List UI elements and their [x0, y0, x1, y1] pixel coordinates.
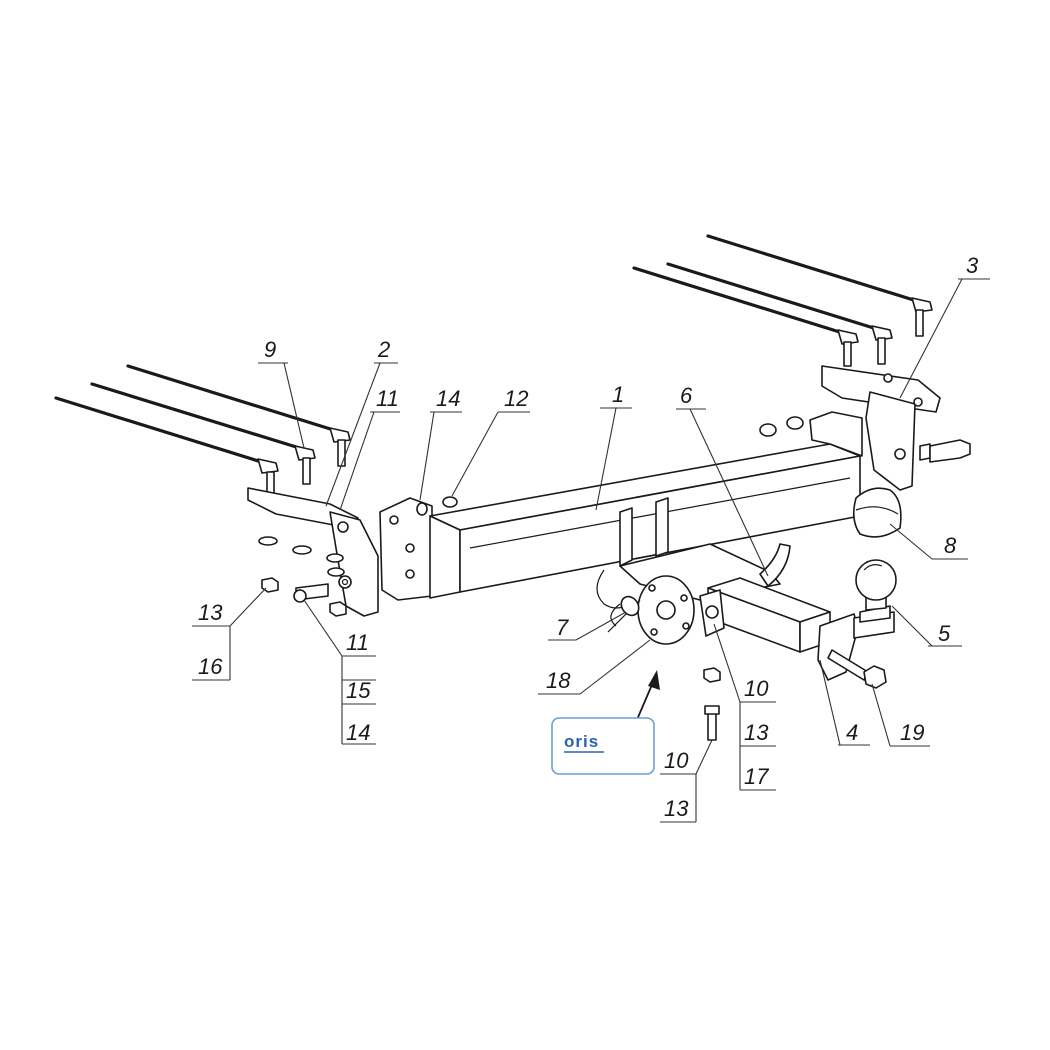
- label-17: 17: [744, 764, 769, 789]
- label-10-right: 10: [744, 676, 769, 701]
- leader-lines: [192, 278, 990, 823]
- label-13-right: 13: [744, 720, 769, 745]
- label-7: 7: [556, 615, 569, 640]
- label-8: 8: [944, 533, 957, 558]
- main-crossbar: [379, 411, 863, 601]
- oris-logo: oris: [551, 717, 655, 775]
- label-11-bottom: 11: [346, 630, 369, 655]
- label-18: 18: [546, 668, 571, 693]
- tow-ball: [853, 559, 897, 639]
- label-14-top: 14: [436, 386, 460, 411]
- label-19: 19: [900, 720, 924, 745]
- direction-arrow: [635, 670, 660, 723]
- label-11-top: 11: [376, 386, 399, 411]
- lock-pin: [607, 595, 641, 633]
- label-6: 6: [680, 383, 693, 408]
- label-5: 5: [938, 621, 951, 646]
- label-4: 4: [846, 720, 858, 745]
- left-hardware: [258, 536, 347, 617]
- label-9: 9: [264, 337, 276, 362]
- label-2: 2: [377, 337, 390, 362]
- left-mounting-rods: [54, 364, 351, 497]
- part-labels: 1 2 3 4 5 6 7 8 9 11 14 12 13 16 11 15 1…: [198, 253, 979, 821]
- right-mounting-rods: [632, 234, 933, 367]
- right-bracket: [821, 365, 971, 491]
- label-15: 15: [346, 678, 371, 703]
- lower-hardware: [703, 667, 721, 741]
- logo-text: oris: [564, 732, 599, 751]
- label-16: 16: [198, 654, 223, 679]
- label-13-left: 13: [198, 600, 223, 625]
- socket-plate: [637, 575, 695, 645]
- left-bracket: [247, 487, 379, 617]
- label-1: 1: [612, 382, 624, 407]
- label-14-bottom: 14: [346, 720, 370, 745]
- label-10-bottom: 10: [664, 748, 689, 773]
- label-3: 3: [966, 253, 979, 278]
- ball-cap: [852, 487, 902, 538]
- ball-mount-arm: [699, 577, 887, 689]
- label-12: 12: [504, 386, 528, 411]
- label-13-bottom: 13: [664, 796, 689, 821]
